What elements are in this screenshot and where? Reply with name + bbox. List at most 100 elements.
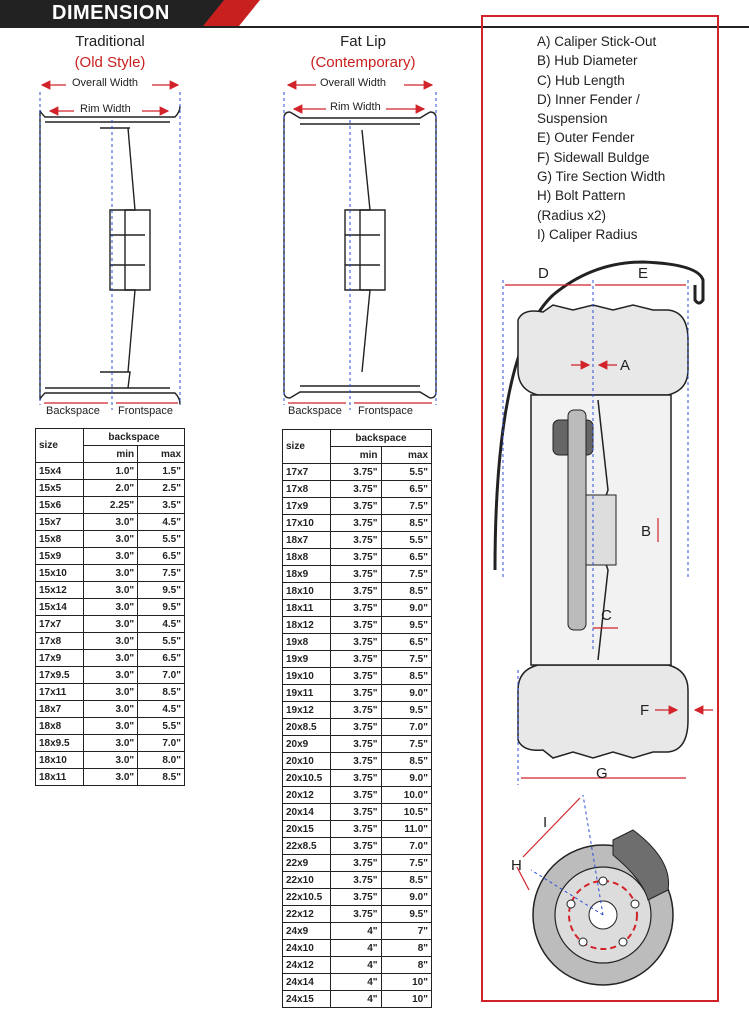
max-cell: 7.0" bbox=[137, 666, 185, 684]
size-cell: 15x6 bbox=[35, 496, 84, 514]
min-cell: 3.0" bbox=[82, 700, 139, 718]
min-cell: 3.75" bbox=[330, 752, 382, 770]
min-cell: 2.0" bbox=[82, 479, 139, 497]
fatlip-wheel-profile bbox=[283, 111, 437, 399]
size-cell: 17x7 bbox=[35, 615, 84, 633]
min-cell: 3.75" bbox=[330, 718, 382, 736]
max-cell: 11.0" bbox=[380, 820, 432, 838]
size-cell: 24x10 bbox=[282, 939, 331, 957]
size-cell: 20x15 bbox=[282, 820, 331, 838]
min-cell: 3.75" bbox=[330, 803, 382, 821]
size-cell: 22x9 bbox=[282, 854, 331, 872]
max-cell: 8.5" bbox=[380, 667, 432, 685]
min-cell: 3.0" bbox=[82, 649, 139, 667]
max-cell: 9.0" bbox=[380, 888, 432, 906]
min-cell: 1.0" bbox=[82, 462, 139, 480]
size-cell: 18x11 bbox=[282, 599, 331, 617]
tire-top-section bbox=[517, 304, 689, 396]
min-cell: 3.0" bbox=[82, 547, 139, 565]
max-cell: 5.5" bbox=[380, 531, 432, 549]
max-cell: 3.5" bbox=[137, 496, 185, 514]
size-cell: 15x10 bbox=[35, 564, 84, 582]
min-cell: 4" bbox=[330, 939, 382, 957]
size-cell: 20x9 bbox=[282, 735, 331, 753]
size-cell: 22x10.5 bbox=[282, 888, 331, 906]
size-cell: 15x9 bbox=[35, 547, 84, 565]
size-cell: 18x11 bbox=[35, 768, 84, 786]
legend-item: G) Tire Section Width bbox=[537, 169, 666, 185]
min-cell: 3.75" bbox=[330, 905, 382, 923]
legend-item: (Radius x2) bbox=[537, 207, 607, 223]
min-cell: 3.0" bbox=[82, 734, 139, 752]
size-cell: 20x10 bbox=[282, 752, 331, 770]
size-cell: 20x12 bbox=[282, 786, 331, 804]
size-cell: 18x9 bbox=[282, 565, 331, 583]
traditional-overall-width-label: Overall Width bbox=[70, 77, 141, 89]
letter-f: F bbox=[640, 702, 649, 719]
size-cell: 24x15 bbox=[282, 990, 331, 1008]
max-cell: 2.5" bbox=[137, 479, 185, 497]
legend-item: B) Hub Diameter bbox=[537, 53, 638, 69]
max-cell: 9.5" bbox=[380, 701, 432, 719]
max-cell: 4.5" bbox=[137, 700, 185, 718]
min-cell: 3.75" bbox=[330, 769, 382, 787]
min-cell: 3.0" bbox=[82, 768, 139, 786]
min-cell: 3.75" bbox=[330, 684, 382, 702]
title-banner bbox=[0, 0, 240, 26]
size-cell: 15x7 bbox=[35, 513, 84, 531]
max-cell: 6.5" bbox=[380, 548, 432, 566]
max-cell: 7.0" bbox=[137, 734, 185, 752]
size-cell: 18x7 bbox=[282, 531, 331, 549]
min-cell: 3.0" bbox=[82, 666, 139, 684]
max-cell: 7.5" bbox=[380, 565, 432, 583]
min-cell: 3.75" bbox=[330, 497, 382, 515]
size-cell: 19x10 bbox=[282, 667, 331, 685]
max-cell: 9.5" bbox=[137, 581, 185, 599]
max-header: max bbox=[380, 446, 432, 464]
min-cell: 2.25" bbox=[82, 496, 139, 514]
min-cell: 3.75" bbox=[330, 871, 382, 889]
size-cell: 24x12 bbox=[282, 956, 331, 974]
max-cell: 9.0" bbox=[380, 599, 432, 617]
letter-d: D bbox=[538, 265, 549, 282]
max-cell: 7" bbox=[380, 922, 432, 940]
size-cell: 19x12 bbox=[282, 701, 331, 719]
size-cell: 22x8.5 bbox=[282, 837, 331, 855]
size-cell: 20x10.5 bbox=[282, 769, 331, 787]
max-cell: 10.5" bbox=[380, 803, 432, 821]
min-cell: 3.75" bbox=[330, 565, 382, 583]
dimension-legend: A) Caliper Stick-Out B) Hub Diameter C) … bbox=[537, 32, 665, 244]
size-cell: 20x8.5 bbox=[282, 718, 331, 736]
size-cell: 19x11 bbox=[282, 684, 331, 702]
size-cell: 24x9 bbox=[282, 922, 331, 940]
brake-caliper-pad bbox=[612, 829, 670, 901]
backspace-header: backspace bbox=[83, 428, 185, 446]
max-cell: 7.5" bbox=[380, 650, 432, 668]
fatlip-subtitle: (Contemporary) bbox=[310, 54, 416, 71]
size-cell: 17x7 bbox=[282, 463, 331, 481]
letter-h: H bbox=[511, 857, 522, 874]
size-cell: 17x9 bbox=[35, 649, 84, 667]
traditional-subtitle: (Old Style) bbox=[74, 54, 146, 71]
min-cell: 3.75" bbox=[330, 599, 382, 617]
min-cell: 3.0" bbox=[82, 564, 139, 582]
